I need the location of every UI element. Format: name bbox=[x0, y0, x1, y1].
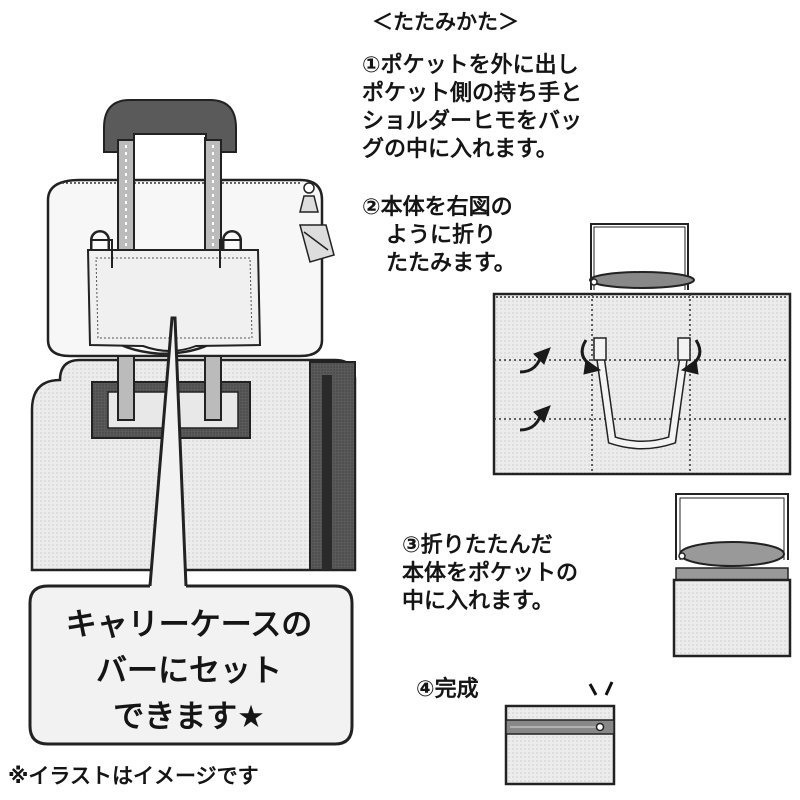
callout-line: キャリーケースの bbox=[65, 607, 313, 643]
callout-line: バーにセット bbox=[96, 653, 282, 689]
suitcase-with-bag-illustration bbox=[30, 99, 357, 572]
callout-line: できます★ bbox=[113, 699, 265, 735]
step-3-line: 中に入れます。 bbox=[402, 589, 554, 614]
step-3-text: ③折りたたんだ 本体をポケットの 中に入れます。 bbox=[402, 532, 578, 616]
step-4-line: ④完成 bbox=[416, 677, 479, 702]
step2-folding-diagram bbox=[492, 223, 792, 476]
instructions-title: ＜たたみかた＞ bbox=[372, 10, 519, 34]
step-1-text: ①ポケットを外に出し ポケット側の持ち手と ショルダーヒモをバッ グの中に入れま… bbox=[362, 52, 582, 164]
suitcase-side-panel bbox=[309, 361, 356, 571]
step-1-line: ポケット側の持ち手と bbox=[362, 81, 583, 106]
step4-completed-pouch-diagram bbox=[504, 681, 616, 786]
step-2-text: ②本体を右図の ように折り たたみます。 bbox=[362, 194, 516, 278]
step-1-line: ショルダーヒモをバッ bbox=[362, 109, 583, 134]
step-2-line: ように折り bbox=[386, 223, 497, 248]
callout-bubble bbox=[28, 316, 354, 746]
step3-folded-bag-diagram bbox=[672, 493, 792, 658]
callout-text: キャリーケースの バーにセット できます★ bbox=[34, 602, 344, 740]
step-2-line: ②本体を右図の bbox=[362, 195, 513, 220]
step-3-line: ③折りたたんだ bbox=[402, 533, 553, 558]
disclaimer-note: ※イラストはイメージです bbox=[8, 764, 259, 788]
step-3-line: 本体をポケットの bbox=[402, 561, 579, 586]
step-4-text: ④完成 bbox=[416, 676, 479, 704]
step-1-line: グの中に入れます。 bbox=[362, 137, 558, 162]
step-2-line: たたみます。 bbox=[386, 251, 516, 276]
step-1-line: ①ポケットを外に出し bbox=[362, 53, 579, 78]
